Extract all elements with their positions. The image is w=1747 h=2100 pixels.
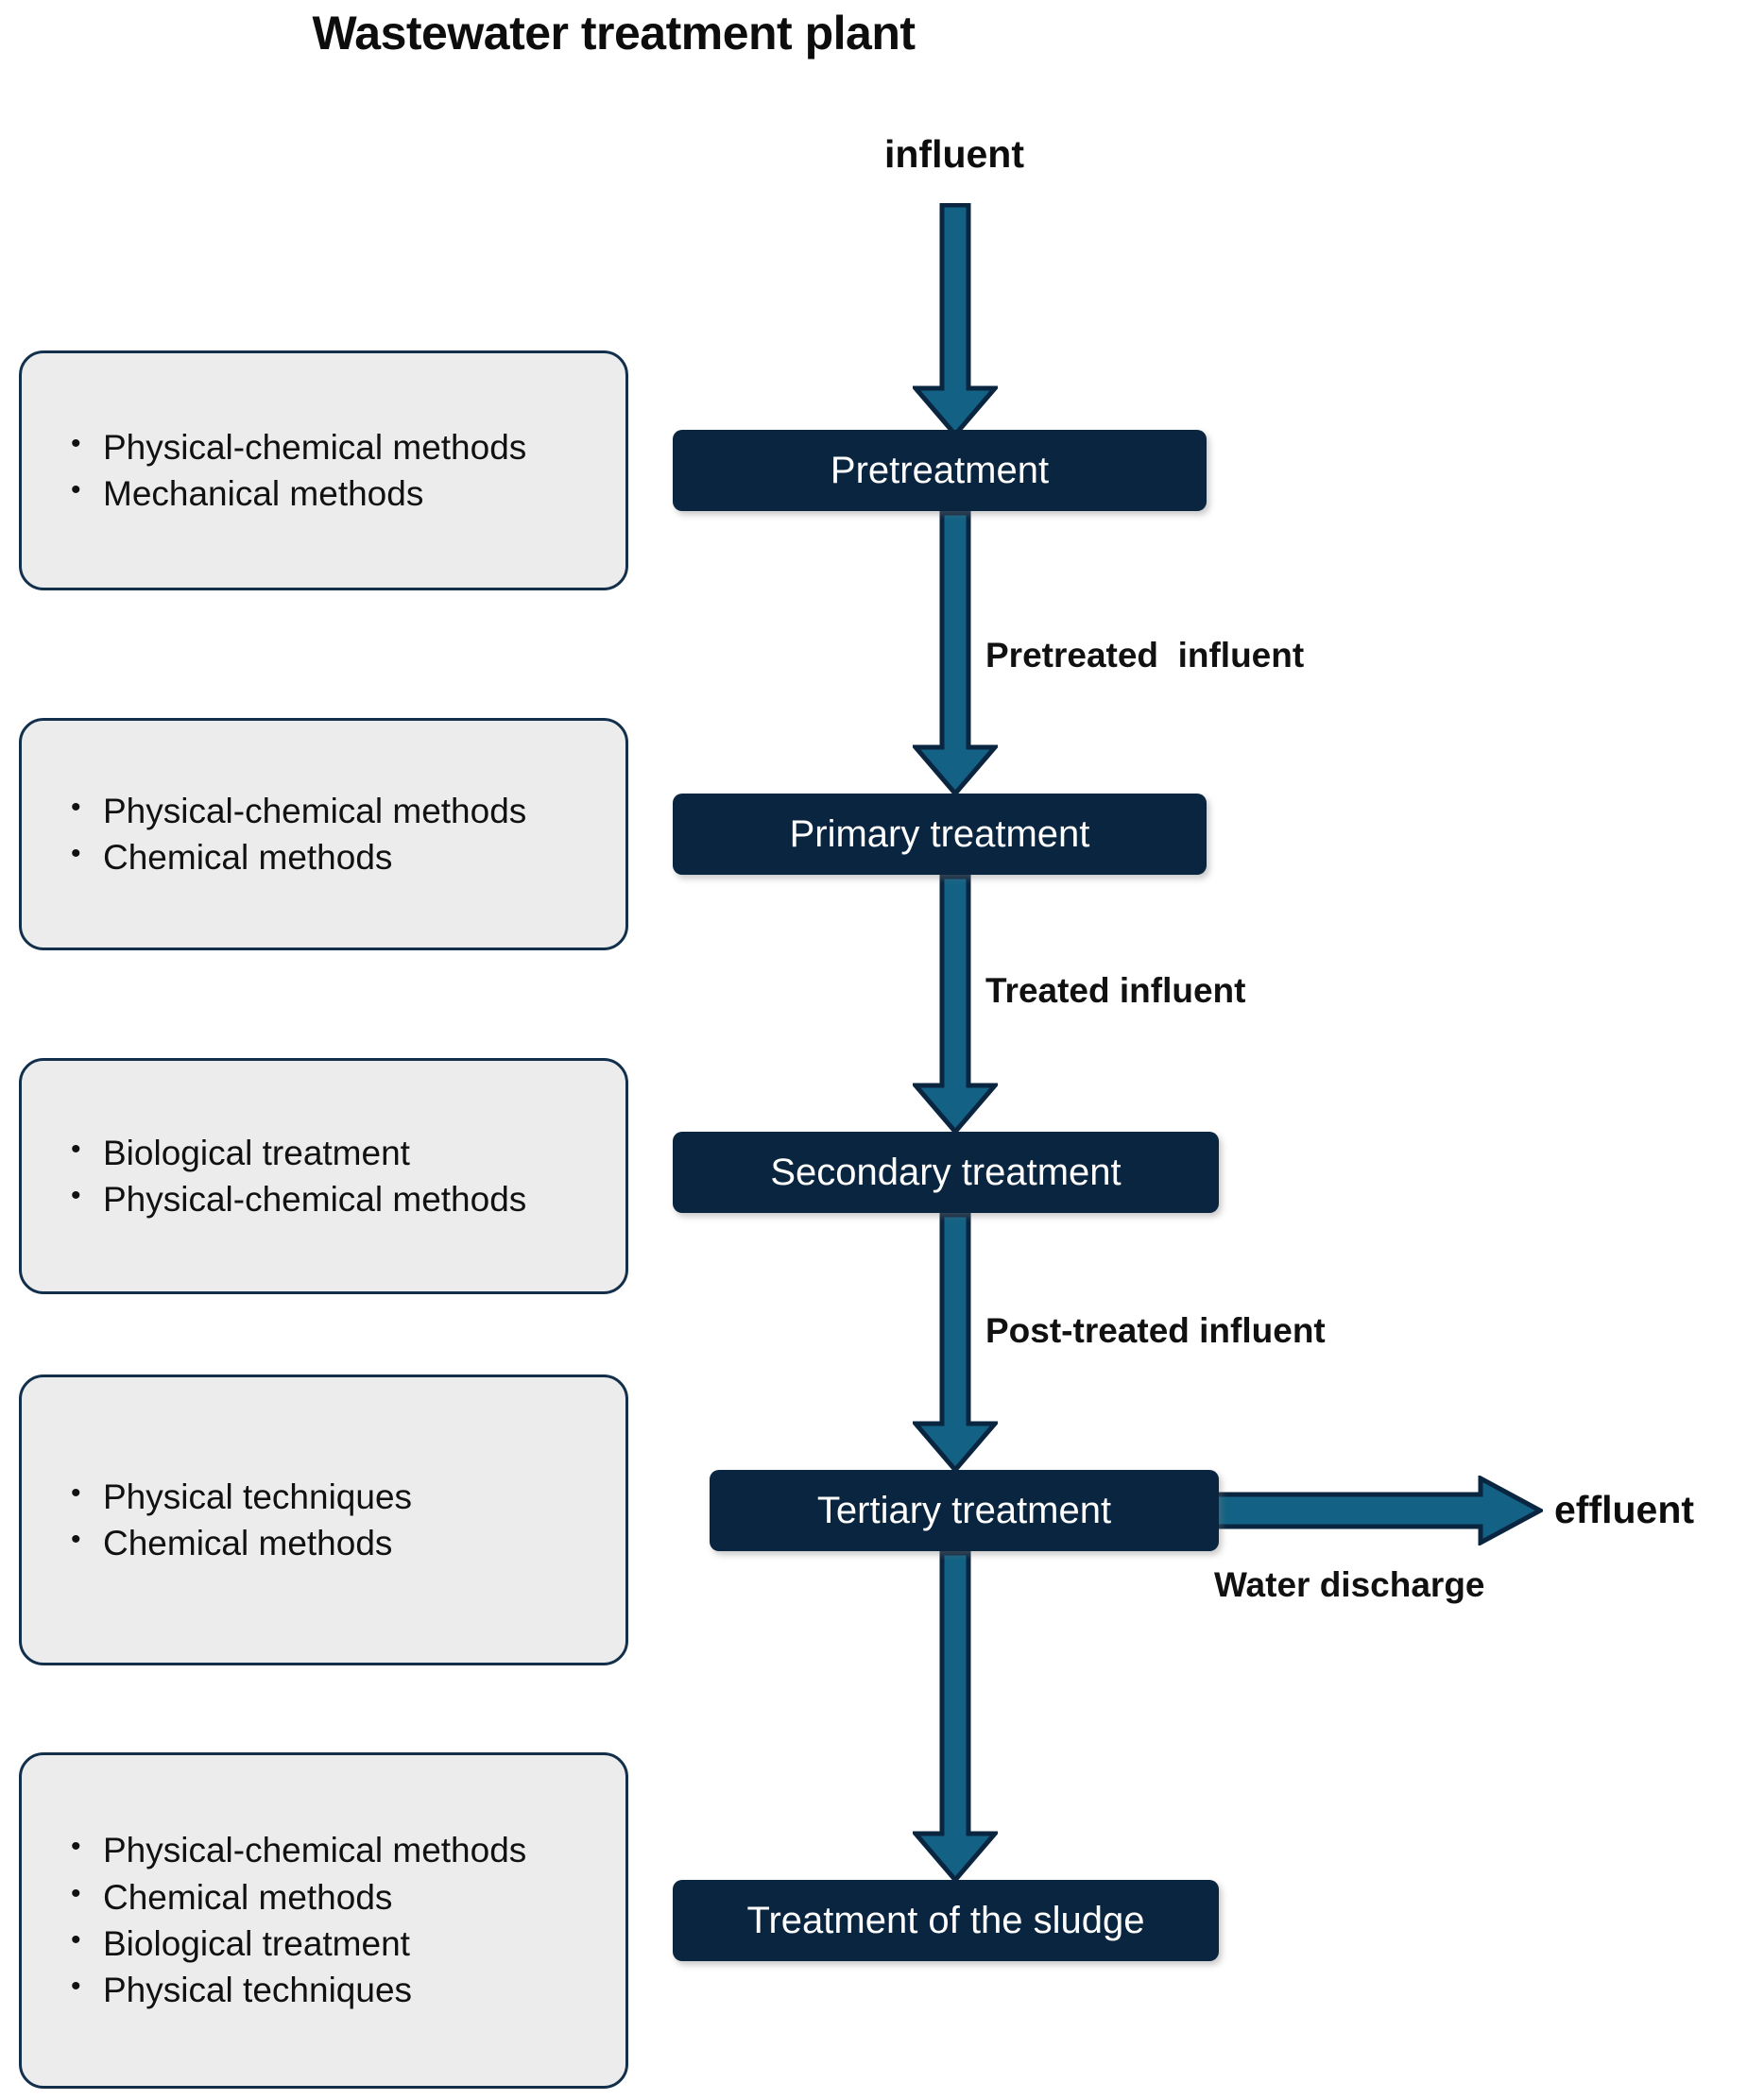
list-item: Mechanical methods [71, 471, 625, 514]
stage-label-pretreatment: Pretreatment [830, 449, 1050, 491]
arrow-tertiary-to-sludge [913, 1551, 998, 1883]
method-list: Physical-chemical methods Chemical metho… [22, 1828, 625, 2010]
list-item: Biological treatment [71, 1131, 625, 1173]
list-item: Physical-chemical methods [71, 789, 625, 831]
stage-label-primary-treatment: Primary treatment [789, 812, 1090, 855]
list-item: Physical techniques [71, 1475, 625, 1517]
flow-label-treated-influent: Treated influent [985, 971, 1246, 1010]
method-list: Physical-chemical methods Chemical metho… [22, 789, 625, 879]
method-list: Physical-chemical methods Mechanical met… [22, 425, 625, 515]
stage-label-treatment-of-the-sludge: Treatment of the sludge [746, 1899, 1145, 1941]
list-item: Physical techniques [71, 1968, 625, 2010]
arrow-pretreatment-to-primary [913, 511, 998, 796]
flow-label-pretreated-influent: Pretreated influent [985, 636, 1305, 674]
list-item: Chemical methods [71, 1875, 625, 1918]
arrow-primary-to-secondary [913, 875, 998, 1135]
list-item: Physical-chemical methods [71, 1828, 625, 1870]
arrow-secondary-to-tertiary [913, 1213, 998, 1473]
list-item: Physical-chemical methods [71, 425, 625, 468]
list-item: Chemical methods [71, 835, 625, 878]
method-list: Physical techniques Chemical methods [22, 1475, 625, 1564]
method-box-sludge-methods[interactable]: Physical-chemical methods Chemical metho… [19, 1752, 628, 2089]
arrow-tertiary-to-effluent [1212, 1476, 1543, 1545]
stage-box-primary-treatment[interactable]: Primary treatment [673, 794, 1207, 875]
page-title-text: Wastewater treatment plant [312, 7, 916, 60]
stage-box-treatment-of-the-sludge[interactable]: Treatment of the sludge [673, 1880, 1219, 1961]
method-box-secondary-methods[interactable]: Biological treatment Physical-chemical m… [19, 1058, 628, 1294]
stage-box-pretreatment[interactable]: Pretreatment [673, 430, 1207, 511]
list-item: Chemical methods [71, 1521, 625, 1563]
method-box-pretreatment-methods[interactable]: Physical-chemical methods Mechanical met… [19, 350, 628, 590]
effluent-label: effluent [1554, 1488, 1695, 1531]
method-box-tertiary-methods[interactable]: Physical techniques Chemical methods [19, 1374, 628, 1665]
method-list: Biological treatment Physical-chemical m… [22, 1131, 625, 1221]
stage-box-tertiary-treatment[interactable]: Tertiary treatment [710, 1470, 1219, 1551]
method-box-primary-methods[interactable]: Physical-chemical methods Chemical metho… [19, 718, 628, 950]
list-item: Biological treatment [71, 1921, 625, 1964]
flow-label-water-discharge: Water discharge [1214, 1565, 1485, 1604]
influent-label: influent [883, 132, 1025, 176]
list-item: Physical-chemical methods [71, 1177, 625, 1220]
flow-label-post-treated-influent: Post-treated influent [985, 1311, 1326, 1350]
stage-label-tertiary-treatment: Tertiary treatment [816, 1489, 1112, 1531]
stage-label-secondary-treatment: Secondary treatment [770, 1151, 1122, 1193]
page-title: Wastewater treatment plant [0, 6, 1747, 60]
arrow-influent-to-pretreatment [913, 203, 998, 437]
stage-box-secondary-treatment[interactable]: Secondary treatment [673, 1132, 1219, 1213]
